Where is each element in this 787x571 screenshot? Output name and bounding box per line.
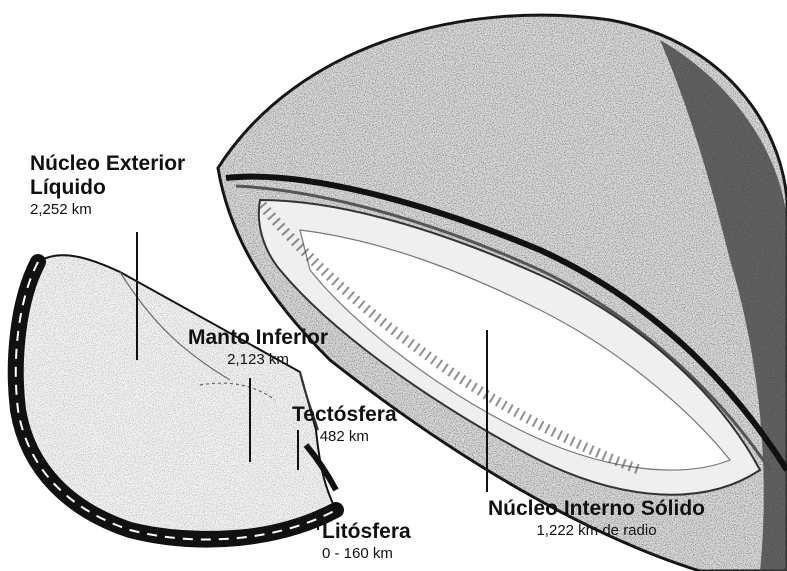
- outer-core-name-line1: Núcleo Exterior: [30, 152, 185, 176]
- outer-core-name-line2: Líquido: [30, 176, 185, 200]
- tectosphere-name: Tectósfera: [292, 403, 397, 427]
- tectosphere-value: 482 km: [292, 427, 397, 447]
- label-lithosphere: Litósfera 0 - 160 km: [322, 520, 411, 564]
- lithosphere-name: Litósfera: [322, 520, 411, 544]
- label-lower-mantle: Manto Inferior 2,123 km: [188, 326, 328, 370]
- lower-mantle-value: 2,123 km: [188, 350, 328, 370]
- label-inner-core: Núcleo Interno Sólido 1,222 km de radio: [488, 497, 705, 541]
- outer-core-value: 2,252 km: [30, 200, 185, 220]
- inner-core-value: 1,222 km de radio: [488, 521, 705, 541]
- lithosphere-value: 0 - 160 km: [322, 544, 411, 564]
- inner-core-name: Núcleo Interno Sólido: [488, 497, 705, 521]
- label-tectosphere: Tectósfera 482 km: [292, 403, 397, 447]
- label-outer-core: Núcleo Exterior Líquido 2,252 km: [30, 152, 185, 220]
- lower-mantle-name: Manto Inferior: [188, 326, 328, 350]
